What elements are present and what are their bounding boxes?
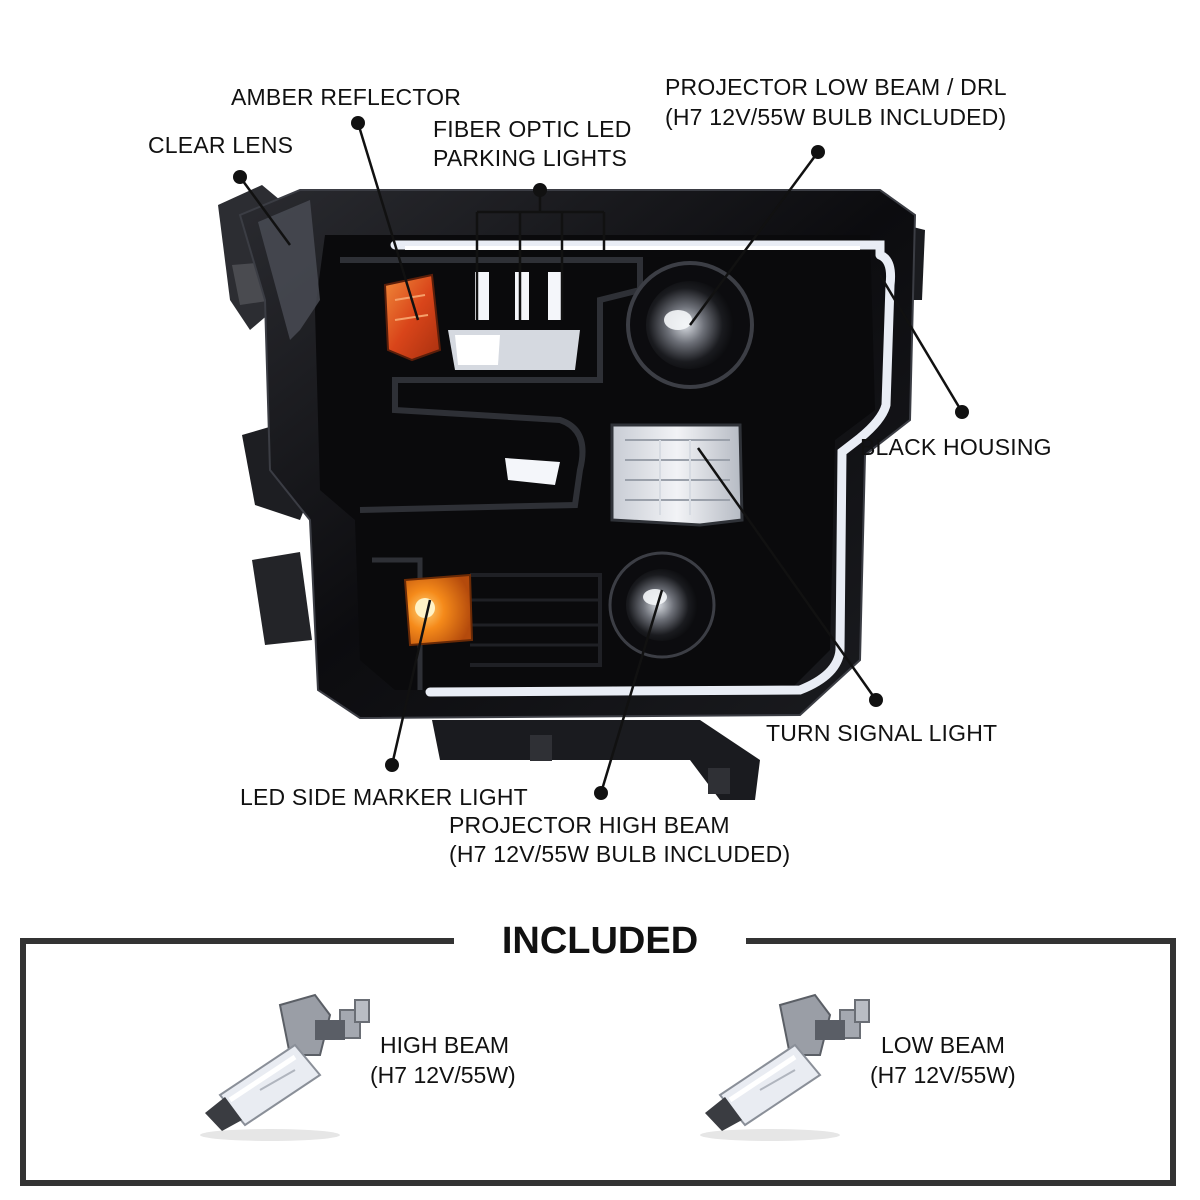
high-beam-label-line1: HIGH BEAM: [380, 1032, 510, 1058]
included-box: [20, 938, 1176, 1186]
included-title: INCLUDED: [501, 920, 699, 962]
h7-bulb-icon: [200, 993, 370, 1141]
h7-bulb-icon: [700, 993, 870, 1141]
amber-reflector-label: AMBER REFLECTOR: [231, 84, 462, 110]
black-housing-label: BLACK HOUSING: [860, 434, 1052, 460]
fiber-optic-label-line2: PARKING LIGHTS: [433, 145, 628, 171]
led-side-marker-label: LED SIDE MARKER LIGHT: [240, 784, 528, 810]
high-beam-label-line2: (H7 12V/55W): [370, 1062, 516, 1088]
projector-low-beam-label-line2: (H7 12V/55W BULB INCLUDED): [665, 104, 1007, 130]
turn-signal-label: TURN SIGNAL LIGHT: [766, 720, 998, 746]
projector-high-beam-label-line2: (H7 12V/55W BULB INCLUDED): [449, 841, 791, 867]
low-beam-label-line1: LOW BEAM: [881, 1032, 1005, 1058]
projector-low-beam-label-line1: PROJECTOR LOW BEAM / DRL: [665, 74, 1007, 100]
included-box-top-right: [746, 938, 1176, 944]
fiber-optic-label-line1: FIBER OPTIC LED: [433, 116, 632, 142]
headlight-assembly-image: [218, 116, 969, 800]
included-box-top-left: [20, 938, 454, 944]
low-beam-label-line2: (H7 12V/55W): [870, 1062, 1016, 1088]
clear-lens-label: CLEAR LENS: [148, 132, 294, 158]
projector-high-beam-label-line1: PROJECTOR HIGH BEAM: [449, 812, 730, 838]
